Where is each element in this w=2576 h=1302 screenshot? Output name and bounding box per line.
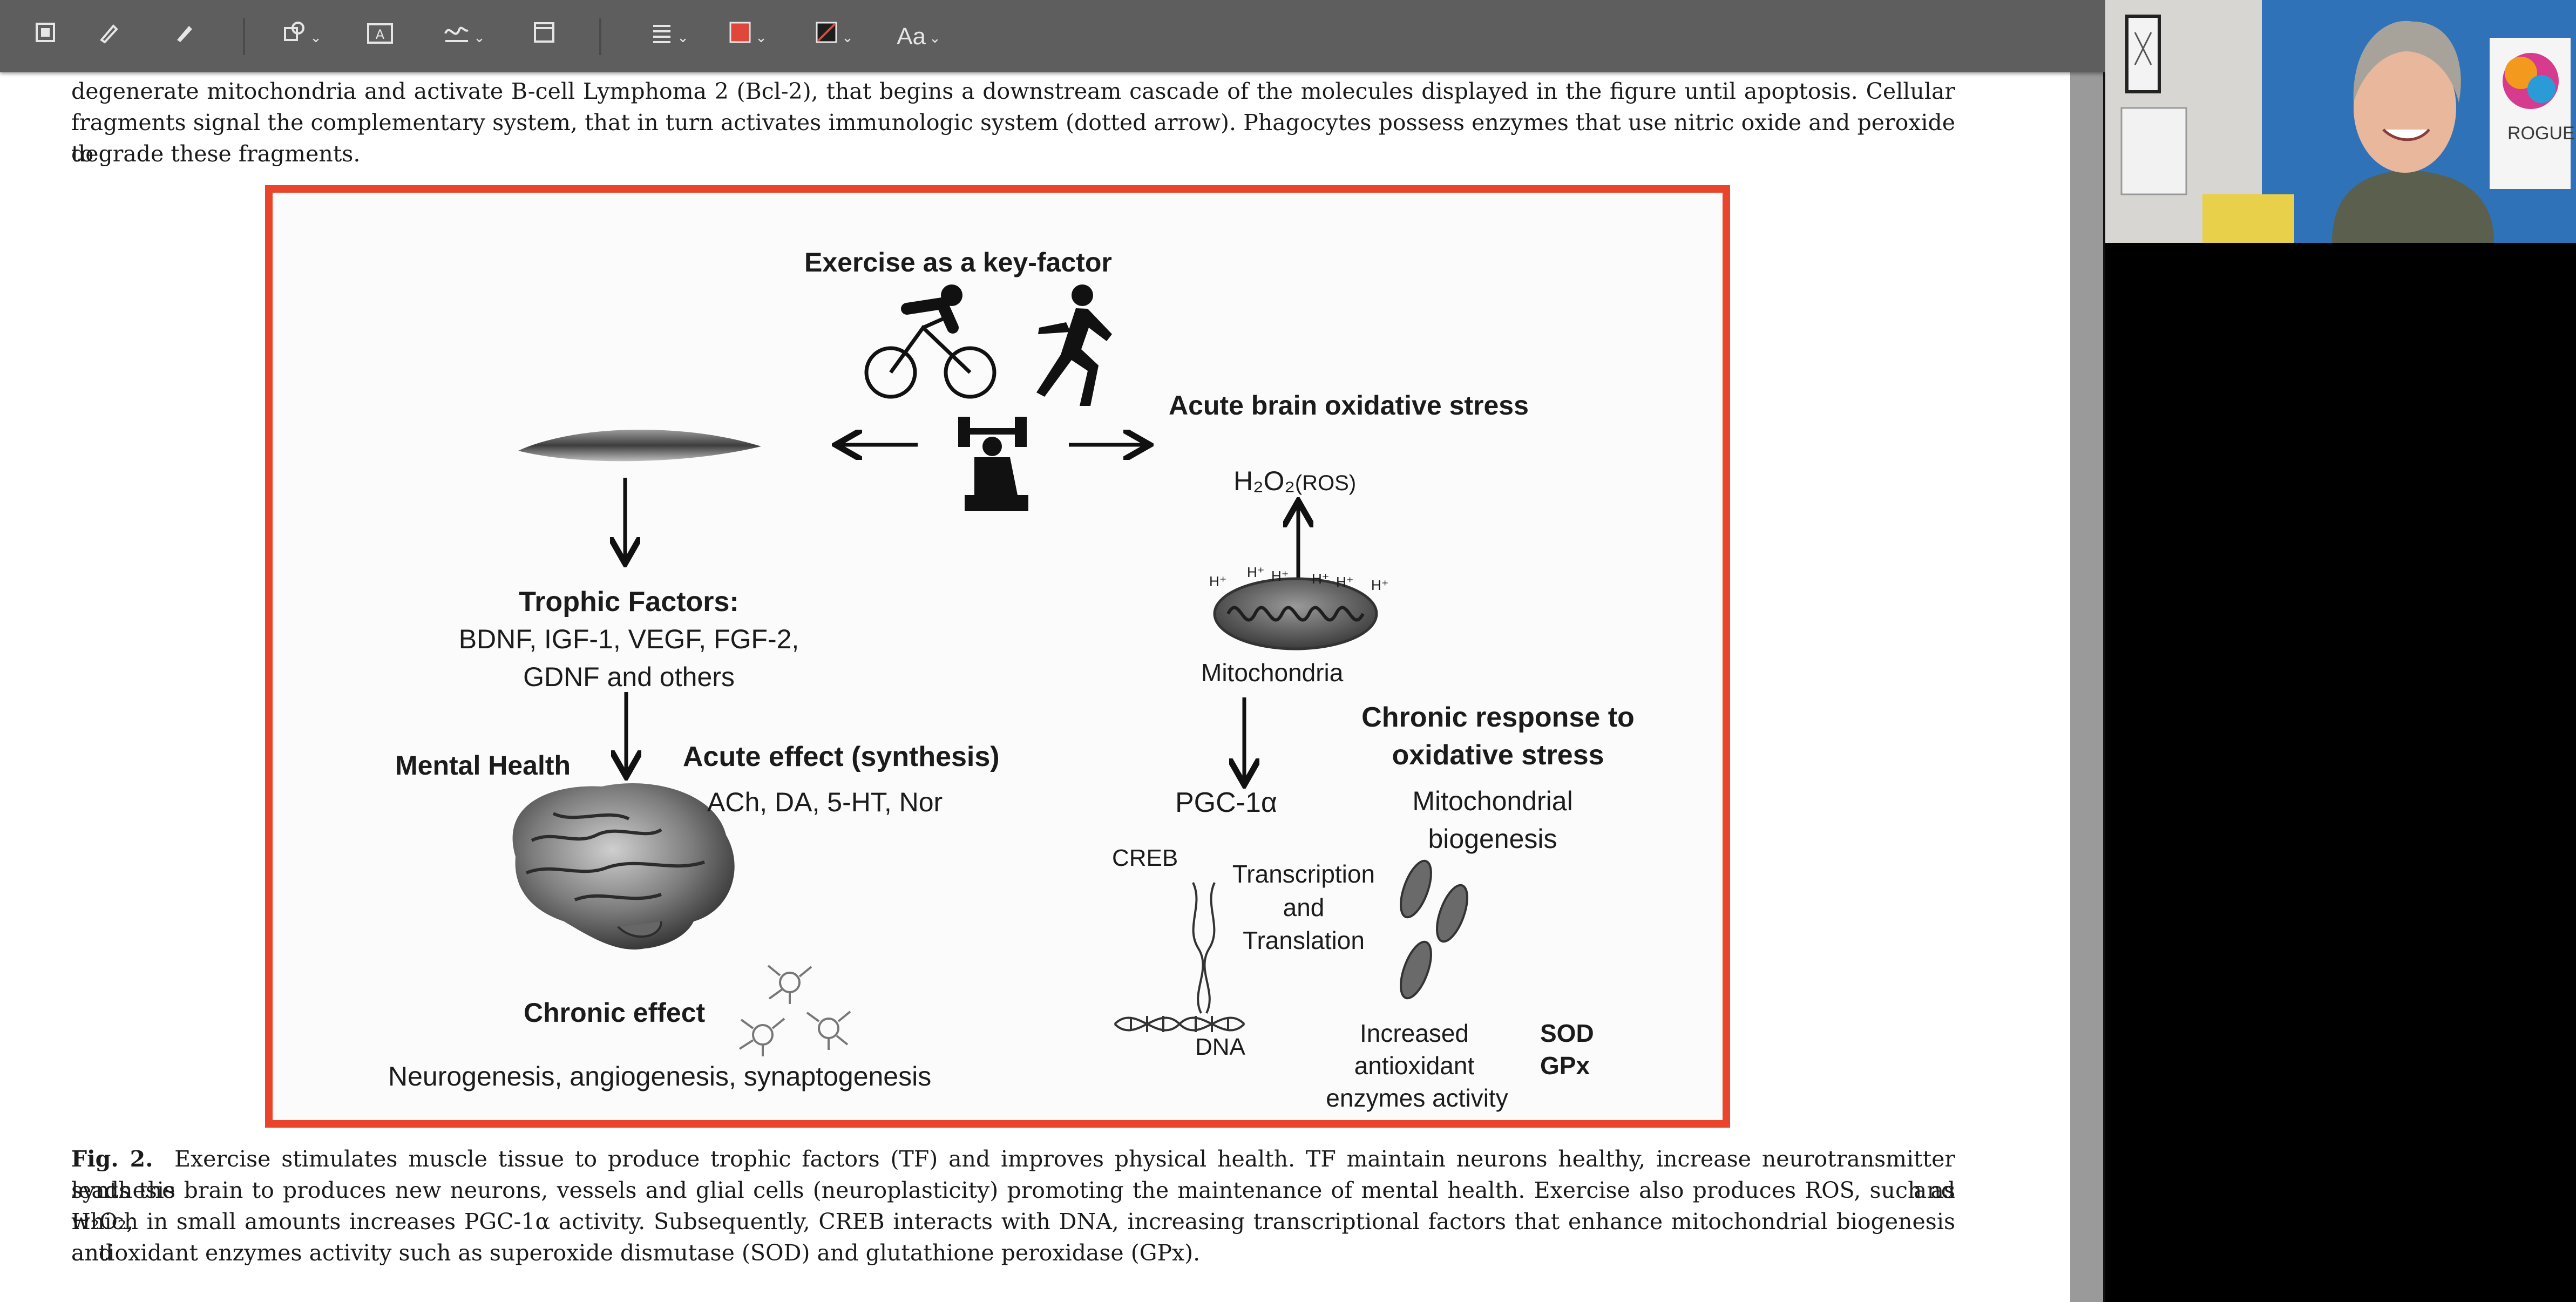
mito-biogenesis-line-1: Mitochondrial <box>1412 786 1573 816</box>
mental-health-label: Mental Health <box>395 750 571 781</box>
toolbar-separator <box>599 18 601 55</box>
h-plus-6: H⁺ <box>1371 577 1389 593</box>
webcam-video-feed: ROGUE <box>2105 0 2576 243</box>
acute-stress-label: Acute brain oxidative stress <box>1169 390 1529 421</box>
mitochondria-label: Mitochondria <box>1201 659 1344 687</box>
note-icon[interactable] <box>527 19 561 54</box>
caption-line-4: antioxidant enzymes activity such as sup… <box>71 1240 1201 1266</box>
increased-line-3: enzymes activity <box>1326 1084 1508 1112</box>
figure-title: Exercise as a key-factor <box>804 247 1112 277</box>
fill-color-icon[interactable]: ⌄ <box>807 19 861 54</box>
chronic-effect-list: Neurogenesis, angiogenesis, synaptogenes… <box>388 1061 932 1091</box>
transcription-line-1: Transcription <box>1232 860 1375 888</box>
increased-line-1: Increased <box>1359 1019 1469 1047</box>
chevron-down-icon: ⌄ <box>755 30 767 46</box>
chevron-down-icon: ⌄ <box>310 30 322 46</box>
font-icon[interactable]: Aa⌄ <box>892 19 946 54</box>
align-icon[interactable]: ⌄ <box>642 19 696 54</box>
h-plus-1: H⁺ <box>1209 573 1227 589</box>
trophic-factors-title: Trophic Factors: <box>519 586 739 618</box>
chronic-response-line-1: Chronic response to <box>1361 702 1635 733</box>
runner-icon <box>1036 284 1112 406</box>
intro-line-2: fragments signal the complementary syste… <box>71 110 1955 167</box>
chevron-down-icon: ⌄ <box>842 30 853 46</box>
chronic-response-line-2: oxidative stress <box>1392 740 1604 771</box>
transcription-line-3: Translation <box>1243 926 1365 954</box>
highlighter-icon[interactable] <box>167 19 202 54</box>
brain-icon <box>512 783 735 950</box>
caption-line-1: Fig. 2. Exercise stimulates muscle tissu… <box>71 1143 1955 1206</box>
trophic-factors-list-1: BDNF, IGF-1, VEGF, FGF-2, <box>458 624 799 654</box>
webcam-poster-text: ROGUE <box>2507 123 2575 144</box>
figure-graphics <box>512 284 1468 1056</box>
dna-helix-icon <box>1114 882 1245 1032</box>
transcription-line-2: and <box>1283 893 1325 921</box>
neurotransmitters-label: ACh, DA, 5-HT, Nor <box>707 787 943 817</box>
shapes-icon[interactable]: ⌄ <box>275 19 329 54</box>
mitochondrion-icon <box>1213 577 1378 650</box>
divider <box>2103 0 2105 1302</box>
h-plus-3: H⁺ <box>1271 568 1289 584</box>
small-mitochondria-icon <box>1400 859 1468 1000</box>
mito-biogenesis-line-2: biogenesis <box>1428 824 1557 854</box>
font-button-label: Aa <box>897 23 926 50</box>
creb-label: CREB <box>1112 845 1178 871</box>
empty-panel <box>2105 243 2576 1302</box>
cyclist-icon <box>864 284 996 399</box>
muscle-icon <box>518 429 761 462</box>
neuron-icon <box>738 965 851 1056</box>
webcam-scene <box>2105 0 2576 243</box>
caption-label: Fig. 2. <box>71 1146 153 1172</box>
text-box-icon[interactable]: A <box>363 19 397 54</box>
sod-label: SOD <box>1540 1019 1594 1047</box>
h2o2-label: H₂O₂(ROS) <box>1233 465 1356 497</box>
figure-2-diagram: Exercise as a key-factor Acute brain oxi… <box>265 185 1730 1128</box>
intro-line-1: degenerate mitochondria and activate B-c… <box>71 78 1955 104</box>
pen-icon[interactable] <box>92 19 126 54</box>
acute-effect-label: Acute effect (synthesis) <box>683 741 1000 772</box>
pgc-label: PGC-1α <box>1175 787 1277 818</box>
caption-line-2: leads the brain to produces new neurons,… <box>71 1177 1955 1235</box>
chevron-down-icon: ⌄ <box>929 30 941 46</box>
h-plus-5: H⁺ <box>1336 574 1354 590</box>
pdf-document-page: degenerate mitochondria and activate B-c… <box>0 0 2070 1302</box>
chevron-down-icon: ⌄ <box>473 30 485 46</box>
gpx-label: GPx <box>1540 1052 1590 1080</box>
h-plus-4: H⁺ <box>1312 571 1330 587</box>
border-color-icon[interactable]: ⌄ <box>721 19 775 54</box>
svg-text:A: A <box>376 27 385 42</box>
markup-toolbar: ⌄ A ⌄ ⌄ ⌄ ⌄ Aa⌄ <box>0 0 2105 72</box>
chronic-effect-label: Chronic effect <box>524 998 706 1028</box>
caption-line-3: which in small amounts increases PGC-1α … <box>71 1209 1955 1266</box>
select-icon[interactable] <box>28 19 63 54</box>
intro-line-3: degrade these fragments. <box>71 141 361 167</box>
trophic-factors-list-2: GDNF and others <box>523 662 735 692</box>
h-plus-2: H⁺ <box>1247 564 1265 580</box>
toolbar-separator <box>243 18 245 55</box>
increased-line-2: antioxidant <box>1354 1052 1475 1080</box>
document-scrollbar[interactable] <box>2070 0 2103 1302</box>
chevron-down-icon: ⌄ <box>677 30 689 46</box>
h2o2-formula: H₂O₂ <box>1233 466 1295 496</box>
dna-label: DNA <box>1195 1034 1245 1060</box>
sign-icon[interactable]: ⌄ <box>437 19 491 54</box>
caption-text-1: Exercise stimulates muscle tissue to pro… <box>71 1146 1955 1203</box>
ros-label: (ROS) <box>1294 471 1357 495</box>
weightlifter-icon <box>958 417 1028 511</box>
